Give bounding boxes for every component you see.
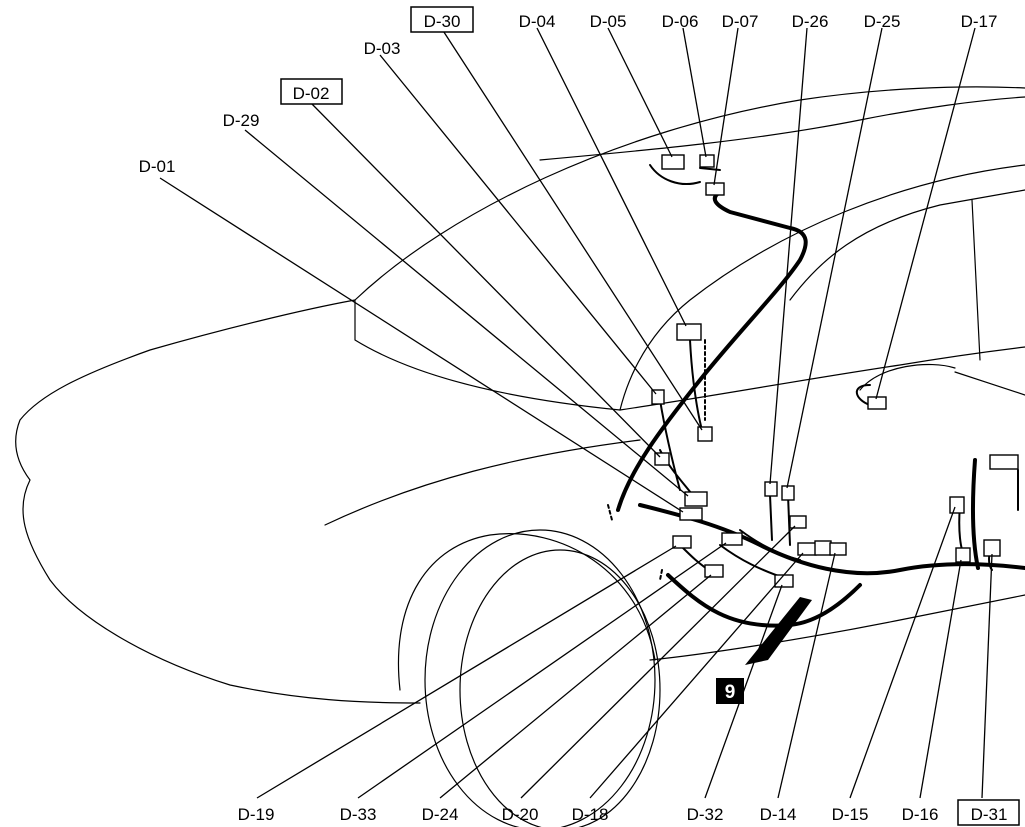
connector-d33 xyxy=(721,532,743,546)
harness-main-trunk xyxy=(616,190,808,512)
harness-d17-branch xyxy=(855,384,871,406)
label-d16: D-16 xyxy=(902,805,939,824)
connector-d26 xyxy=(764,481,778,497)
harness-upper-branch xyxy=(649,164,721,185)
dash-curve xyxy=(859,363,956,391)
a-pillar xyxy=(789,189,1025,301)
connector-d01 xyxy=(679,507,703,521)
dashed-lead xyxy=(607,339,706,581)
body-profile xyxy=(15,164,1025,704)
door-line xyxy=(971,199,981,361)
connector-d07 xyxy=(705,182,725,196)
connector-d32 xyxy=(774,574,794,588)
label-d17: D-17 xyxy=(961,12,998,31)
connector-d31 xyxy=(983,539,1001,557)
label-d31: D-31 xyxy=(971,805,1008,824)
label-d03: D-03 xyxy=(364,39,401,58)
label-d06: D-06 xyxy=(662,12,699,31)
label-d07: D-07 xyxy=(722,12,759,31)
connector-d15 xyxy=(949,496,965,514)
car-outline xyxy=(15,86,1025,704)
label-d32: D-32 xyxy=(687,805,724,824)
label-d02: D-02 xyxy=(293,84,330,103)
connector-d06 xyxy=(699,154,715,168)
label-frame-d02 xyxy=(280,78,343,105)
section-marker: 9 xyxy=(716,597,812,704)
label-d30: D-30 xyxy=(424,12,461,31)
connector-d20 xyxy=(789,515,807,529)
connector-d17 xyxy=(867,396,887,410)
label-d14: D-14 xyxy=(760,805,797,824)
label-d25: D-25 xyxy=(864,12,901,31)
harness-branches xyxy=(659,339,1019,581)
connector-d19 xyxy=(672,535,692,549)
cowl-line xyxy=(619,346,1025,411)
harness-front-run xyxy=(666,573,862,628)
leader-lines xyxy=(159,25,993,799)
connector-d30 xyxy=(697,426,713,442)
seat-line xyxy=(954,371,1025,396)
hood-line xyxy=(354,86,1025,301)
label-d15: D-15 xyxy=(832,805,869,824)
connector-upper-right xyxy=(989,454,1019,470)
callout-labels: D-30 D-04 D-05 D-06 D-07 D-26 D-25 D-17 … xyxy=(139,12,1008,824)
connector-d14 xyxy=(814,540,832,556)
connector-d16 xyxy=(955,547,971,563)
front-wheel xyxy=(397,529,661,827)
harness-right-riser xyxy=(971,458,980,570)
connector-d14b xyxy=(829,542,847,556)
connector-d24 xyxy=(704,564,724,578)
label-d20: D-20 xyxy=(502,805,539,824)
fender-line xyxy=(649,594,1025,661)
connector-d04 xyxy=(676,323,702,341)
marker-number: 9 xyxy=(725,682,736,703)
label-d05: D-05 xyxy=(590,12,627,31)
connector-d25 xyxy=(781,485,795,501)
label-d29: D-29 xyxy=(223,111,260,130)
label-d26: D-26 xyxy=(792,12,829,31)
label-d33: D-33 xyxy=(340,805,377,824)
marker-pointer xyxy=(745,597,812,665)
label-frame-d30 xyxy=(410,6,474,33)
hood-crease xyxy=(324,439,641,526)
windshield-base xyxy=(539,96,1025,161)
label-d04: D-04 xyxy=(519,12,556,31)
label-d01: D-01 xyxy=(139,157,176,176)
connector-d18 xyxy=(797,542,817,556)
marker-box xyxy=(716,678,744,704)
label-d19: D-19 xyxy=(238,805,275,824)
harness-lower-trunk xyxy=(638,503,1025,576)
label-d24: D-24 xyxy=(422,805,459,824)
connector-d05 xyxy=(661,154,685,170)
label-frame-d31 xyxy=(957,799,1020,826)
connector-d29 xyxy=(684,491,708,507)
label-d18: D-18 xyxy=(572,805,609,824)
